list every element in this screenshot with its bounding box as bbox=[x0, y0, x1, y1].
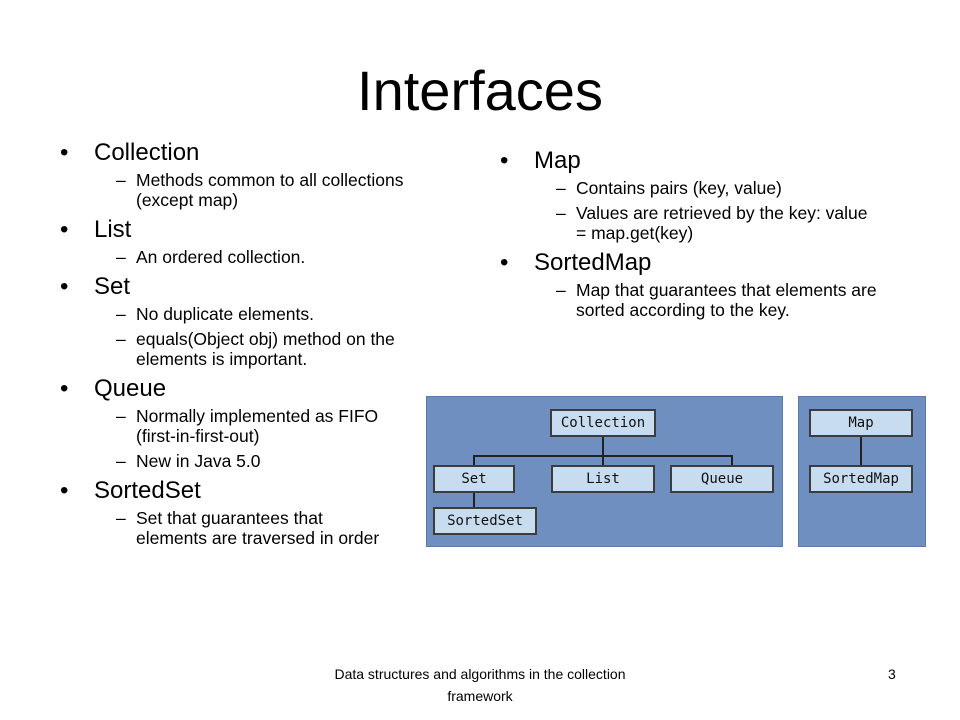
bullet-label: Queue bbox=[60, 374, 460, 404]
connector-line bbox=[473, 455, 475, 466]
sub-bullet: An ordered collection. bbox=[60, 247, 460, 267]
sub-bullet: No duplicate elements. bbox=[60, 304, 460, 324]
connector-line bbox=[602, 437, 604, 456]
bullet-label: Map bbox=[500, 146, 920, 176]
bullet-label: Set bbox=[60, 272, 460, 302]
queue-node: Queue bbox=[670, 465, 774, 493]
sub-bullet: Methods common to all collections (excep… bbox=[60, 170, 460, 210]
sortedmap-node: SortedMap bbox=[809, 465, 913, 493]
sub-bullet: Map that guarantees that elements are so… bbox=[500, 280, 906, 320]
sortedset-node: SortedSet bbox=[433, 507, 537, 535]
bullet-label: SortedMap bbox=[500, 248, 920, 278]
bullet-queue: Queue Normally implemented as FIFO (firs… bbox=[60, 374, 460, 471]
bullet-collection: Collection Methods common to all collect… bbox=[60, 138, 460, 210]
collection-hierarchy-diagram: Collection Set List Queue SortedSet bbox=[426, 396, 783, 547]
connector-line bbox=[860, 437, 862, 466]
bullet-sortedset: SortedSet Set that guarantees that eleme… bbox=[60, 476, 460, 548]
bullet-sortedmap: SortedMap Map that guarantees that eleme… bbox=[500, 248, 920, 320]
bullet-label: List bbox=[60, 215, 460, 245]
bullet-label: SortedSet bbox=[60, 476, 460, 506]
sub-bullet: Values are retrieved by the key: value =… bbox=[500, 203, 876, 243]
page-number: 3 bbox=[888, 666, 896, 682]
sub-bullet: Contains pairs (key, value) bbox=[500, 178, 920, 198]
collection-node: Collection bbox=[550, 409, 656, 437]
connector-line bbox=[473, 493, 475, 508]
bullet-label: Collection bbox=[60, 138, 460, 168]
slide-footer: Data structures and algorithms in the co… bbox=[334, 666, 626, 704]
slide-title: Interfaces bbox=[357, 59, 603, 122]
bullet-map: Map Contains pairs (key, value) Values a… bbox=[500, 146, 920, 243]
set-node: Set bbox=[433, 465, 515, 493]
map-node: Map bbox=[809, 409, 913, 437]
bullet-set: Set No duplicate elements. equals(Object… bbox=[60, 272, 460, 369]
sub-bullet: New in Java 5.0 bbox=[60, 451, 460, 471]
sub-bullet: equals(Object obj) method on the element… bbox=[60, 329, 460, 369]
list-node: List bbox=[551, 465, 655, 493]
sub-bullet: Set that guarantees that elements are tr… bbox=[60, 508, 396, 548]
map-hierarchy-diagram: Map SortedMap bbox=[798, 396, 926, 547]
connector-line bbox=[602, 455, 604, 466]
bullet-list: List An ordered collection. bbox=[60, 215, 460, 267]
right-bullet-column: Map Contains pairs (key, value) Values a… bbox=[500, 142, 920, 325]
left-bullet-column: Collection Methods common to all collect… bbox=[60, 134, 460, 553]
connector-line bbox=[731, 455, 733, 466]
sub-bullet: Normally implemented as FIFO (first-in-f… bbox=[60, 406, 396, 446]
